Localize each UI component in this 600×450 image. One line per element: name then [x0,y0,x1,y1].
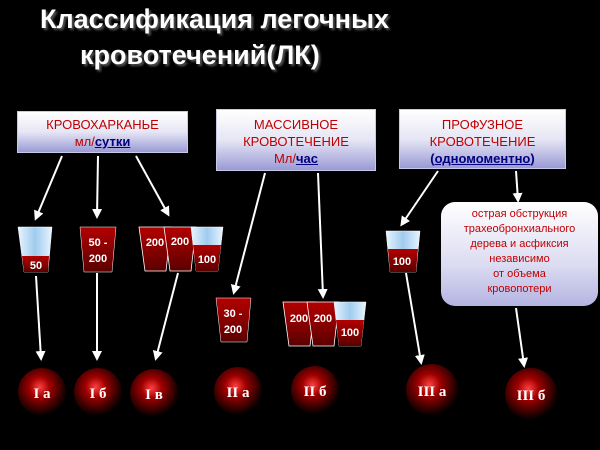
arrow [400,170,439,227]
class-ia: I а [18,368,66,416]
note-line: дерева и асфиксия [470,238,569,250]
header-massive-title-2: КРОВОТЕЧЕНИЕ [243,134,349,149]
class-label: III б [517,388,546,404]
header-massive-unit: Мл/час [273,151,319,166]
header-profuse-title-2: КРОВОТЕЧЕНИЕ [429,134,536,149]
cup-label: 200 [314,313,332,325]
header-profuse-title-1: ПРОФУЗНОЕ [441,117,524,132]
cup-label: 100 [393,256,411,268]
class-iib: II б [291,366,339,414]
arrow [135,155,170,217]
arrow [152,272,179,361]
cup-50-200: 50 - 200 [79,226,117,273]
note-line: кровопотери [487,283,552,295]
arrows [34,155,528,368]
cup-label: 200 [146,237,164,249]
header-profuse: ПРОФУЗНОЕ КРОВОТЕЧЕНИЕ (одномоментно) [399,109,566,169]
class-ib: I б [74,368,122,416]
arrow [230,172,266,295]
cup-50: 50 [17,226,53,273]
page-title-line1: Классификация легочных [40,4,390,34]
class-label: I б [89,386,106,402]
note-line: острая обструкция [471,208,568,220]
note-line: независимо [489,253,550,265]
arrow [317,172,328,299]
note-line: трахеобронхиального [463,223,576,235]
arrow [405,272,425,365]
arrow [92,155,103,219]
class-label: I в [145,387,163,403]
cup-label: 30 - [224,308,243,320]
class-iia: II а [214,367,262,415]
cup-label: 200 [290,313,308,325]
header-hemoptysis: КРОВОХАРКАНЬЕ мл/сутки [17,111,188,153]
cup-label: 100 [341,327,359,339]
cup-label: 200 [171,236,189,248]
arrow [35,275,46,361]
class-label: II а [227,385,250,401]
arrow [512,170,523,203]
header-hemoptysis-unit: мл/сутки [74,134,131,149]
cup-label: 50 [30,260,42,272]
asphyxia-note: острая обструкция трахеобронхиального де… [441,202,598,306]
cup-100: 100 [385,230,421,273]
cup-label: 50 - [89,237,108,249]
cup-label: 100 [198,254,216,266]
header-massive-title-1: МАССИВНОЕ [253,117,339,132]
header-massive: МАССИВНОЕ КРОВОТЕЧЕНИЕ Мл/час [216,109,376,171]
note-line: от объема [493,268,546,280]
class-label: I а [33,386,51,402]
arrow [515,307,528,368]
class-iiia: III а [406,364,458,416]
arrow [34,155,63,221]
cup-label: 200 [224,324,242,336]
class-label: II б [304,384,327,400]
header-profuse-unit: (одномоментно) [430,151,535,166]
class-label: III а [418,384,447,400]
class-iv: I в [130,369,178,417]
class-iiib: III б [505,368,557,420]
cup-label: 200 [89,253,107,265]
page-title-line2: кровотечений(ЛК) [80,40,320,70]
cup-group-200-200-100-hourly: 200 200 100 [282,301,367,347]
cup-30-200: 30 - 200 [215,297,252,343]
cup-group-200-200-100: 200 200 100 [138,226,224,272]
header-hemoptysis-title: КРОВОХАРКАНЬЕ [46,117,159,132]
